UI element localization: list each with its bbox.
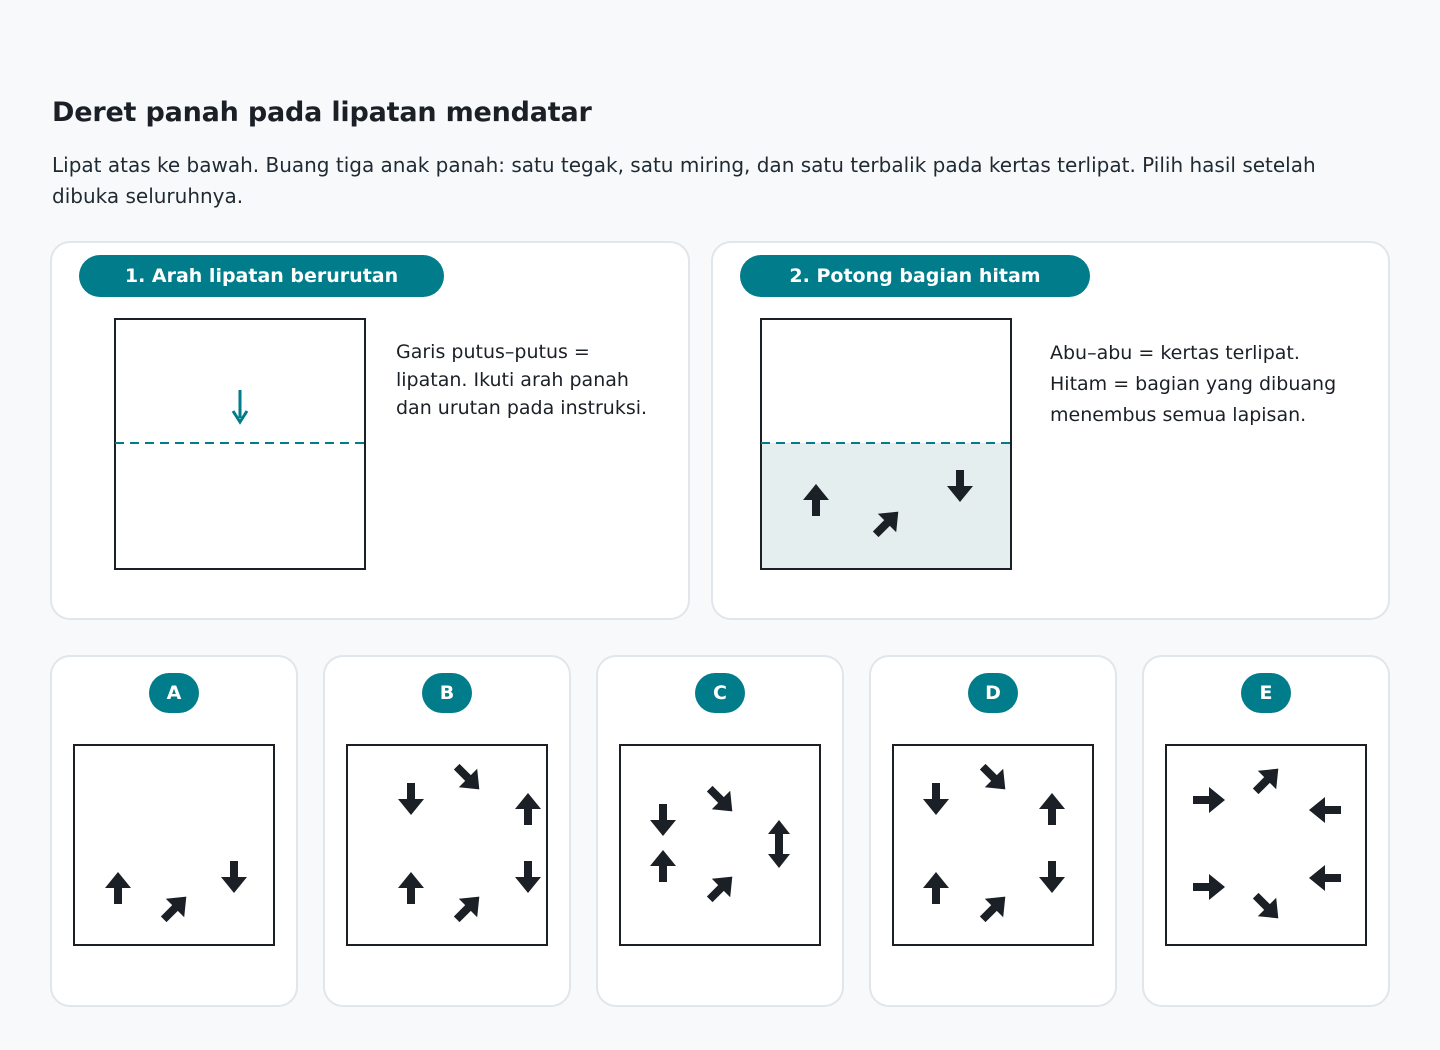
- option-card-b[interactable]: B: [323, 655, 571, 1007]
- step2-diagram: [760, 318, 1012, 570]
- folded-area: [762, 443, 1010, 568]
- arrow-up-icon: [650, 850, 676, 882]
- arrow-up-icon: [398, 872, 424, 904]
- arrow-left-icon: [1309, 797, 1341, 823]
- fold-direction-arrow-icon: [231, 390, 249, 425]
- page-title: Deret panah pada lipatan mendatar: [52, 97, 592, 128]
- arrow-down-icon: [923, 783, 949, 815]
- step1-note: Garis putus–putus = lipatan. Ikuti arah …: [396, 341, 648, 419]
- option-figure: [346, 744, 548, 946]
- step2-panel: 2. Potong bagian hitam Abu–abu = kertas …: [711, 241, 1390, 620]
- arrow-down-icon: [1039, 861, 1065, 893]
- step1-label: 1. Arah lipatan berurutan: [79, 255, 444, 297]
- cut-arrow-down-icon: [947, 470, 973, 502]
- option-card-c[interactable]: C: [596, 655, 844, 1007]
- arrow-up-right-icon: [979, 896, 1006, 923]
- arrow-up-icon: [923, 872, 949, 904]
- option-letter: A: [149, 673, 199, 713]
- option-figure: [892, 744, 1094, 946]
- option-card-e[interactable]: E: [1142, 655, 1390, 1007]
- option-letter: D: [968, 673, 1018, 713]
- arrow-down-icon: [650, 804, 676, 836]
- cut-arrow-up-icon: [803, 484, 829, 516]
- arrow-up-right-icon: [160, 896, 187, 923]
- arrow-down-icon: [221, 861, 247, 893]
- arrow-up-right-icon: [453, 896, 480, 923]
- arrow-right-icon: [1193, 874, 1225, 900]
- cut-arrow-up-right-icon: [872, 511, 899, 538]
- option-figure: [619, 744, 821, 946]
- instruction-text: Lipat atas ke bawah. Buang tiga anak pan…: [52, 153, 1316, 208]
- arrow-down-right-icon: [706, 785, 733, 812]
- option-figure: [1165, 744, 1367, 946]
- arrow-up-right-icon: [1252, 768, 1279, 795]
- option-letter: B: [422, 673, 472, 713]
- option-card-a[interactable]: A: [50, 655, 298, 1007]
- arrow-left-icon: [1309, 865, 1341, 891]
- arrow-up-icon: [105, 872, 131, 904]
- arrow-up-icon: [515, 793, 541, 825]
- arrow-up-down-icon: [768, 820, 790, 868]
- arrow-up-right-icon: [706, 876, 733, 903]
- option-card-d[interactable]: D: [869, 655, 1117, 1007]
- arrow-right-icon: [1193, 787, 1225, 813]
- arrow-up-icon: [1039, 793, 1065, 825]
- step1-diagram: [114, 318, 366, 570]
- option-letter: E: [1241, 673, 1291, 713]
- step1-panel: 1. Arah lipatan berurutan Garis putus–pu…: [50, 241, 690, 620]
- step2-label: 2. Potong bagian hitam: [740, 255, 1090, 297]
- arrow-down-right-icon: [979, 763, 1006, 790]
- arrow-down-right-icon: [1252, 892, 1279, 919]
- arrow-down-right-icon: [453, 763, 480, 790]
- arrow-down-icon: [515, 861, 541, 893]
- arrow-down-icon: [398, 783, 424, 815]
- option-letter: C: [695, 673, 745, 713]
- step2-note: Abu–abu = kertas terlipat. Hitam = bagia…: [1050, 342, 1337, 426]
- option-figure: [73, 744, 275, 946]
